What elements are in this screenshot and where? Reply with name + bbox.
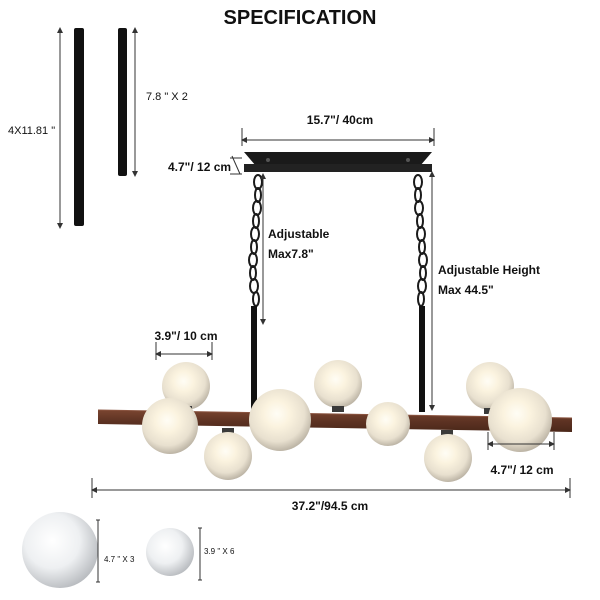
small-globe-dimension — [155, 342, 213, 360]
loose-small-globe-dimension — [198, 527, 202, 581]
chain-adjust-label-1: Adjustable — [268, 227, 330, 241]
rod-short-label: 7.8 " X 2 — [146, 91, 188, 103]
loose-large-globe-label: 4.7 " X 3 — [104, 555, 135, 564]
loose-small-globe-label: 3.9 " X 6 — [204, 547, 235, 556]
loose-large-globe — [22, 512, 98, 588]
loose-small-globe — [146, 528, 194, 576]
upper-globes — [162, 360, 514, 410]
front-globes — [142, 388, 552, 482]
small-globe-label: 3.9"/ 10 cm — [154, 329, 217, 343]
overall-width-dimension — [91, 478, 571, 498]
ceiling-canopy — [244, 152, 432, 172]
left-downrod — [251, 306, 257, 412]
left-chain — [248, 174, 263, 307]
rod-short — [118, 27, 138, 177]
height-adjust-label-1: Adjustable Height — [438, 263, 540, 277]
loose-large-globe-dimension — [96, 519, 100, 583]
right-chain — [413, 174, 428, 307]
large-globe-label: 4.7"/ 12 cm — [490, 463, 553, 477]
canopy-depth-dimension — [230, 155, 242, 175]
right-downrod — [419, 306, 425, 412]
canopy-width-dimension — [241, 128, 435, 146]
chain-adjust-label-2: Max7.8" — [268, 247, 314, 261]
large-globe-dimension — [487, 432, 555, 450]
overall-width-label: 37.2"/94.5 cm — [292, 499, 368, 513]
page-title: SPECIFICATION — [224, 7, 377, 29]
canopy-width-label: 15.7"/ 40cm — [307, 113, 373, 127]
rod-long-label: 4X11.81 " — [8, 125, 55, 137]
height-adjust-label-2: Max 44.5" — [438, 283, 494, 297]
canopy-depth-label: 4.7"/ 12 cm — [168, 160, 231, 174]
rod-long — [57, 27, 84, 229]
